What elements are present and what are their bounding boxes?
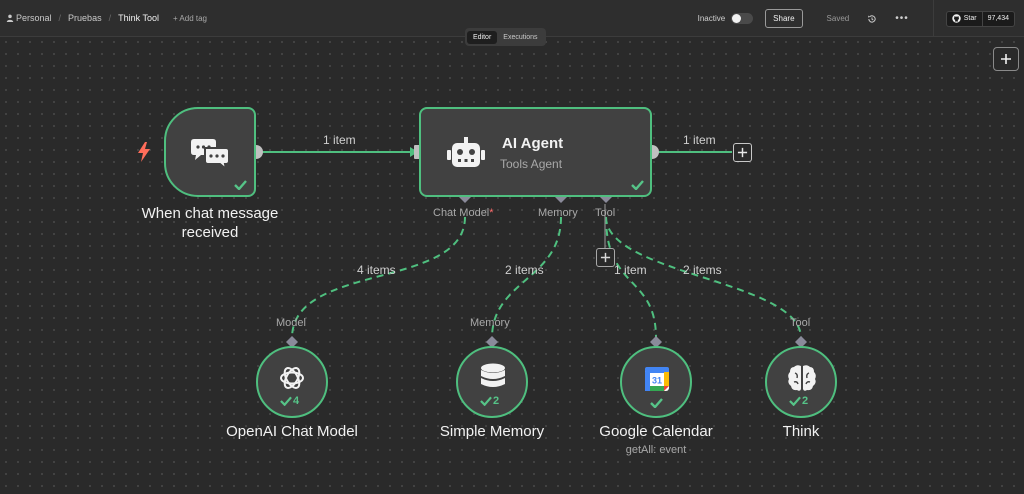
github-star-button[interactable]: Star [945,10,983,27]
openai-chat-model-title: OpenAI Chat Model [226,423,358,440]
success-check-icon [631,180,644,190]
simple-memory-node[interactable]: 2 [456,346,528,418]
breadcrumb-personal[interactable]: Personal [6,13,52,23]
calendar-date-number: 31 [652,376,662,386]
database-icon [481,363,505,387]
edge-label-think: 2 items [683,263,722,277]
model-node-port-label: Model [276,317,306,329]
openai-chat-model-node[interactable]: 4 [256,346,328,418]
google-calendar-subtitle: getAll: event [625,444,687,456]
history-icon[interactable] [867,14,877,24]
success-check-icon [234,180,247,190]
success-count-badge: 4 [280,395,299,407]
active-status-label: Inactive [697,14,726,23]
saved-status: Saved [826,14,850,23]
add-tool-button[interactable] [596,248,615,267]
think-tool-title: Think [782,423,820,440]
edge-label-agent-output: 1 item [683,133,716,147]
calendar-node-port[interactable] [650,336,662,348]
github-star-count: 97,434 [982,10,1015,27]
google-calendar-node[interactable]: 31 [620,346,692,418]
connection-calendar[interactable] [605,216,657,339]
success-check-icon [480,396,492,406]
person-icon [6,14,14,22]
plus-icon [600,252,611,263]
chat-trigger-node[interactable] [164,107,256,197]
active-toggle[interactable] [731,13,754,24]
think-node-port[interactable] [795,336,807,348]
add-next-node-button[interactable] [733,143,752,162]
ai-agent-subtitle: Tools Agent [500,157,563,171]
brain-icon [788,365,816,391]
github-icon [952,14,961,23]
more-options-button[interactable]: ••• [895,13,909,24]
view-tabs: Editor Executions [465,28,546,46]
plus-icon [737,147,748,158]
success-count-badge: 2 [789,395,808,407]
openai-icon [280,367,304,389]
add-tag-button[interactable]: + Add tag [172,13,207,23]
success-check-icon [789,396,801,406]
success-count-badge: 2 [480,395,499,407]
breadcrumb-separator: / [108,13,112,23]
chat-model-port-label: Chat Model* [433,207,494,219]
header-actions: Inactive Share Saved ••• Star 97,434 [698,0,1024,37]
tool-port-label: Tool [595,207,616,219]
edge-label-model: 4 items [357,263,396,277]
required-marker: * [489,207,494,219]
memory-node-port-label: Memory [470,317,510,329]
workflow-name[interactable]: Think Tool [118,13,159,23]
connection-model[interactable] [291,216,466,339]
divider [932,0,934,37]
ai-agent-title: AI Agent [502,135,564,152]
simple-memory-title: Simple Memory [439,423,545,440]
edge-label-memory: 2 items [505,263,544,277]
breadcrumb-separator: / [58,13,62,23]
add-node-button[interactable] [993,47,1019,71]
connection-think[interactable] [605,216,802,339]
success-check-icon [280,396,292,406]
chat-trigger-title: When chat message received [141,205,279,241]
plus-icon [1001,54,1011,64]
tab-editor[interactable]: Editor [467,30,498,44]
memory-port-label: Memory [538,207,578,219]
share-button[interactable]: Share [765,9,803,28]
ai-agent-node[interactable] [419,107,652,197]
breadcrumb: Personal / Pruebas / Think Tool + Add ta… [6,13,207,23]
tab-executions[interactable]: Executions [503,33,538,41]
github-star-widget[interactable]: Star 97,434 [945,10,1015,27]
trigger-bolt-icon [138,142,150,162]
edge-label-calendar: 1 item [614,263,647,277]
success-check-icon [650,398,663,408]
breadcrumb-project[interactable]: Pruebas [68,13,102,23]
think-tool-node[interactable]: 2 [765,346,837,418]
think-node-port-label: Tool [790,317,811,329]
google-calendar-title: Google Calendar [599,423,713,440]
edge-label-trigger-agent: 1 item [323,133,356,147]
google-calendar-icon: 31 [645,367,669,391]
connection-memory[interactable] [491,216,562,339]
memory-node-port[interactable] [486,336,498,348]
chat-bubbles-icon [191,139,230,170]
robot-icon [447,137,485,167]
model-node-port[interactable] [286,336,298,348]
